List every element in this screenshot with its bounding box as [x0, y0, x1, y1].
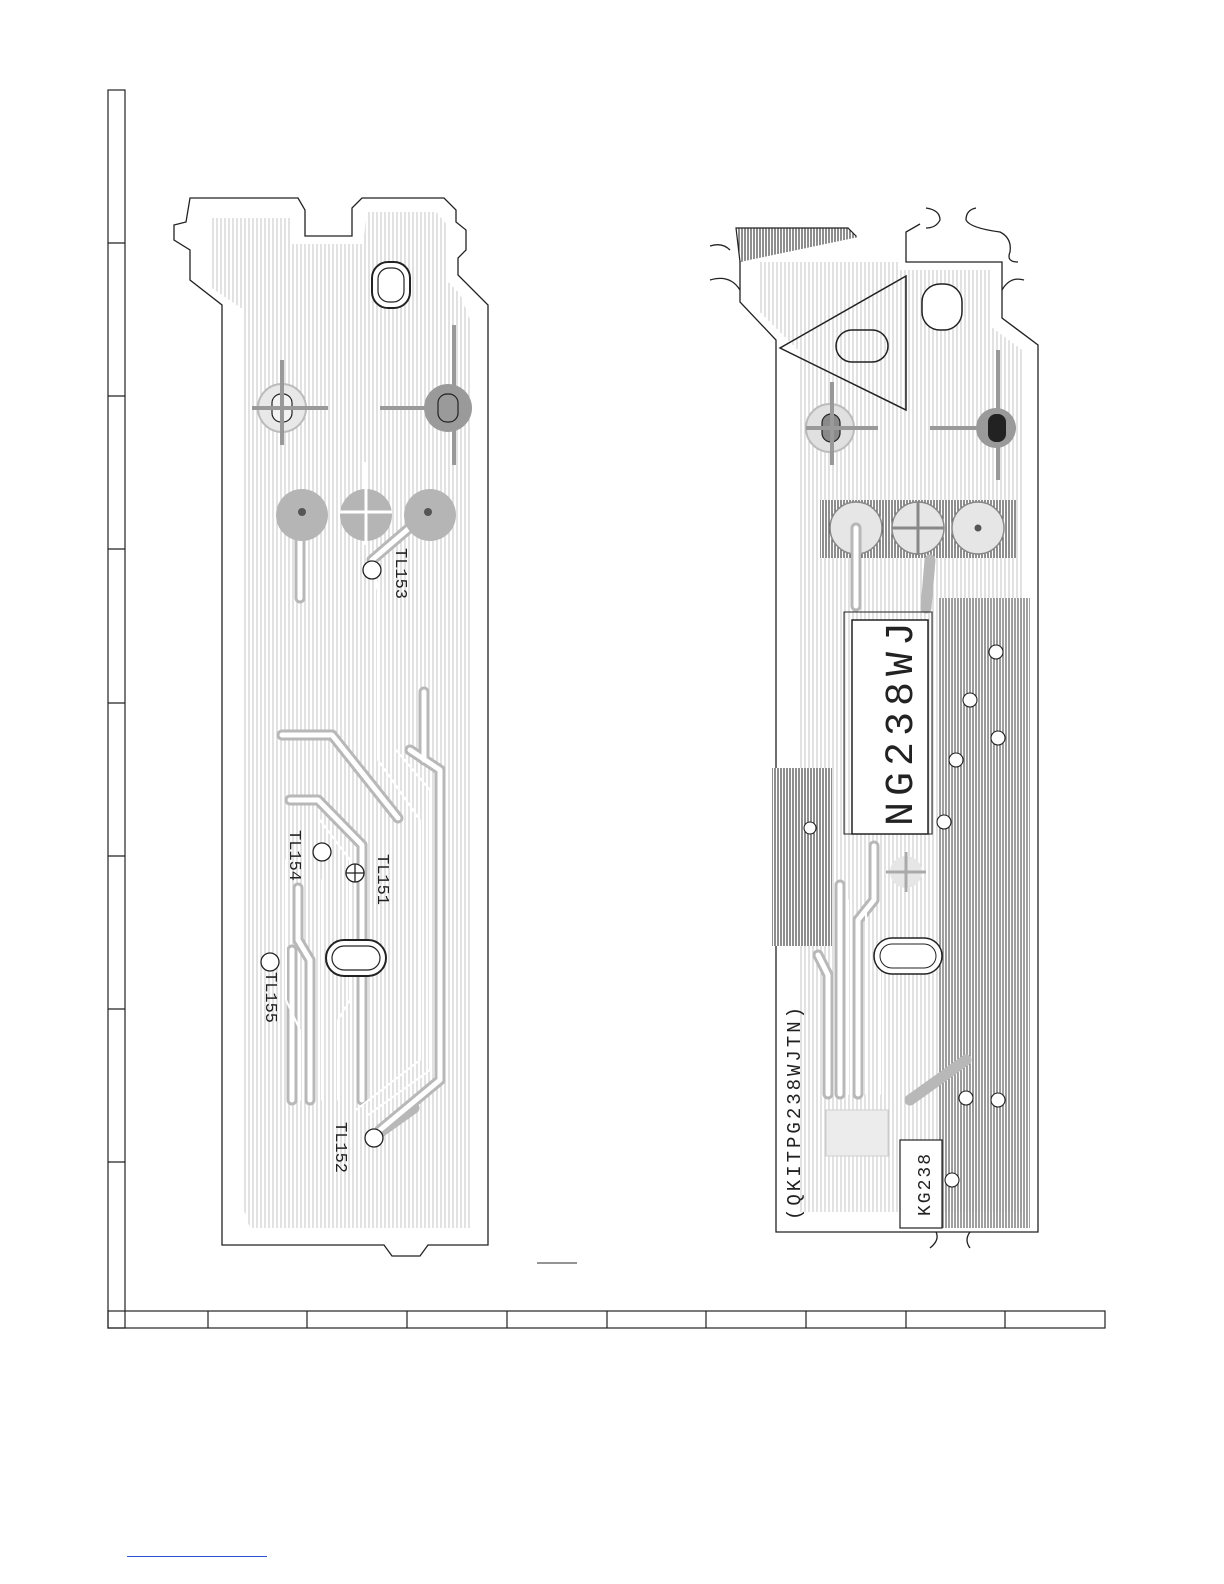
right-hatched-strip	[938, 598, 1030, 1228]
label-tl151: TL151	[372, 854, 391, 905]
footer-underline	[127, 1556, 267, 1557]
kg238-label: KG238	[916, 1152, 936, 1216]
label-tl153: TL153	[390, 548, 409, 599]
right-oval-slot	[874, 938, 942, 974]
label-tl155: TL155	[260, 972, 279, 1023]
right-top-slot	[922, 284, 962, 330]
left-copper-area	[212, 212, 470, 1228]
label-tl152: TL152	[330, 1122, 349, 1173]
label-tl154: TL154	[284, 830, 303, 881]
silkscreen-rect	[826, 1110, 888, 1156]
left-hatched-patch	[772, 768, 832, 946]
left-board: TL153 TL154 TL151 TL155 TL152	[174, 198, 488, 1256]
part-number-label: NG238WJ	[880, 616, 925, 826]
board-code-label: (QKITPG238WJTN)	[784, 1004, 806, 1220]
right-board: NG238WJ KG238 (QKITPG238WJTN)	[710, 208, 1038, 1248]
